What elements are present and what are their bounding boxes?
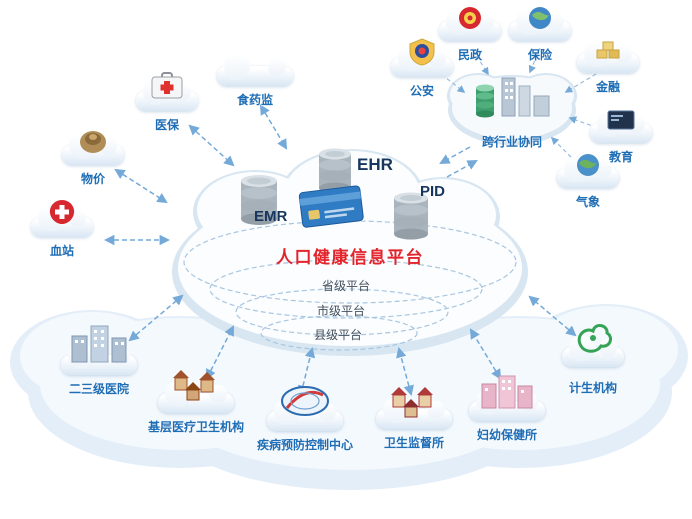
node-public-security: 公安: [391, 38, 453, 99]
node-medical-insurance: 医保: [136, 72, 198, 133]
node-cross-industry: 跨行业协同: [471, 74, 553, 150]
supervision-houses-icon: [385, 382, 443, 418]
node-maternal-child-care: 妇幼保健所: [469, 372, 545, 443]
node-tier23-hospitals: 二三级医院: [61, 322, 137, 397]
level-municipal: 市级平台: [316, 304, 366, 318]
node-finance: 金融: [577, 38, 639, 95]
globe-icon: [528, 6, 552, 30]
maternal-buildings-icon: [480, 372, 534, 410]
earth-icon: [576, 153, 600, 177]
node-label: 金融: [595, 80, 620, 94]
node-primary-care: 基层医疗卫生机构: [148, 366, 244, 435]
node-health-supervision: 卫生监督所: [376, 382, 452, 451]
db-ehr-label: EHR: [357, 155, 393, 174]
node-label: 食药监: [236, 93, 273, 107]
node-label: 基层医疗卫生机构: [147, 420, 245, 434]
node-label: 血站: [49, 244, 74, 258]
node-blood-station: 血站: [31, 198, 93, 259]
node-cdc: 疾病预防控制中心: [257, 382, 353, 453]
node-meteorology: 气象: [557, 153, 619, 210]
social-card-icon: [297, 182, 366, 234]
cloud-icon: [266, 399, 343, 431]
police-badge-icon: [409, 38, 435, 66]
node-education: 教育: [590, 110, 652, 165]
cloud-icon: [509, 9, 571, 41]
node-insurance: 保险: [509, 6, 571, 63]
platform-title: 人口健康信息平台: [276, 248, 424, 267]
village-houses-icon: [165, 366, 227, 402]
national-emblem-icon: [458, 6, 482, 30]
database-icon: [315, 148, 355, 200]
medical-kit-icon: [150, 72, 184, 100]
cloud-icon: [217, 54, 293, 86]
node-label: 公安: [409, 84, 434, 98]
node-label: 二三级医院: [68, 382, 129, 396]
level-provincial: 省级平台: [321, 279, 371, 293]
bronze-ware-icon: [78, 128, 108, 154]
node-label: 物价: [80, 172, 105, 186]
blood-station-icon: [47, 198, 77, 226]
node-civil-affairs: 民政: [439, 6, 501, 63]
node-label: 妇幼保健所: [476, 428, 537, 442]
cloud-icon: [562, 335, 624, 367]
level-county: 县级平台: [313, 328, 363, 342]
cloud-icon: [577, 41, 639, 73]
node-food-drug-admin: 食药监: [217, 54, 293, 108]
node-label: 卫生监督所: [383, 436, 444, 450]
node-label: 疾病预防控制中心: [256, 438, 354, 452]
node-label: 保险: [527, 48, 552, 62]
database-icon: [390, 192, 432, 246]
db-pid: [390, 190, 432, 247]
db-pid-label: PID: [420, 183, 446, 200]
server-cluster-icon: [471, 74, 553, 122]
node-label: 教育: [608, 150, 633, 164]
blackboard-icon: [607, 110, 635, 132]
node-label: 医保: [154, 118, 179, 132]
cloud-icon: [62, 133, 124, 165]
family-planning-logo-icon: [572, 318, 614, 356]
node-pricing: 物价: [62, 128, 124, 187]
cloud-icon: [557, 156, 619, 188]
cdc-logo-icon: [279, 382, 331, 420]
node-label: 计生机构: [568, 381, 617, 395]
db-ehr: [315, 146, 355, 201]
node-label: 跨行业协同: [481, 135, 542, 149]
database-icon: [236, 175, 282, 232]
hospital-buildings-icon: [70, 322, 128, 364]
node-family-planning: 计生机构: [562, 318, 624, 396]
db-emr-label: EMR: [254, 208, 288, 225]
node-label: 民政: [457, 48, 482, 62]
db-emr: [236, 172, 282, 233]
node-label: 气象: [575, 195, 600, 209]
gold-ingots-icon: [594, 38, 622, 62]
